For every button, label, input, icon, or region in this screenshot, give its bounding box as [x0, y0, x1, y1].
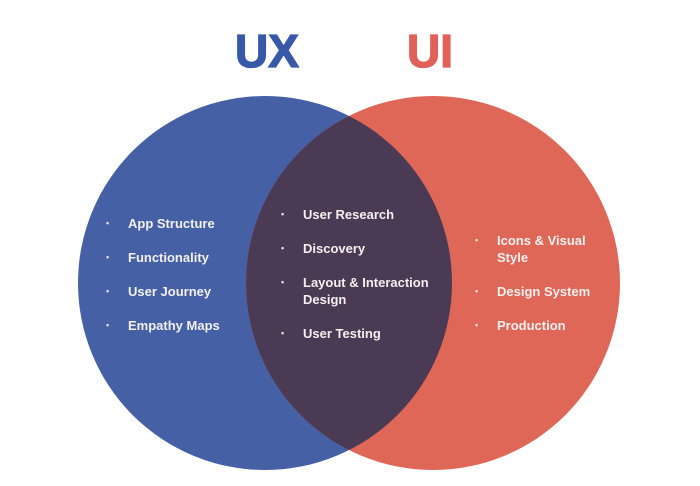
list-item: • Icons & Visual Style	[473, 232, 607, 266]
ui-title: UI	[406, 25, 453, 77]
list-item: • Layout & Interaction Design	[279, 274, 453, 308]
bullet-icon: •	[281, 209, 285, 219]
item-label: Empathy Maps	[128, 318, 220, 333]
item-label: App Structure	[128, 216, 215, 231]
list-item: • User Testing	[279, 325, 453, 342]
list-item: • User Research	[279, 206, 453, 223]
bullet-icon: •	[281, 277, 285, 287]
bullet-icon: •	[475, 286, 479, 296]
item-label: User Journey	[128, 284, 212, 299]
bullet-icon: •	[281, 328, 285, 338]
bullet-icon: •	[106, 252, 110, 262]
bullet-icon: •	[106, 320, 110, 330]
list-item: • Functionality	[104, 249, 220, 266]
ux-title: UX	[234, 25, 299, 77]
item-label: User Testing	[303, 326, 381, 341]
bullet-icon: •	[106, 286, 110, 296]
bullet-icon: •	[475, 320, 479, 330]
item-label: Functionality	[128, 250, 209, 265]
bullet-icon: •	[106, 218, 110, 228]
item-label: Layout & Interaction Design	[303, 275, 429, 307]
bullet-icon: •	[475, 235, 479, 245]
item-label: Discovery	[303, 241, 366, 256]
ui-list: • Icons & Visual Style • Design System •…	[473, 232, 607, 334]
list-item: • Production	[473, 317, 607, 334]
overlap-region	[246, 96, 452, 470]
item-label: Icons & Visual Style	[497, 233, 586, 265]
bullet-icon: •	[281, 243, 285, 253]
overlap-list: • User Research • Discovery • Layout & I…	[279, 206, 453, 342]
item-label: Design System	[497, 284, 591, 299]
list-item: • Discovery	[279, 240, 453, 257]
list-item: • Design System	[473, 283, 607, 300]
ux-list: • App Structure • Functionality • User J…	[104, 215, 220, 334]
list-item: • Empathy Maps	[104, 317, 220, 334]
list-item: • App Structure	[104, 215, 220, 232]
item-label: User Research	[303, 207, 395, 222]
item-label: Production	[497, 318, 566, 333]
list-item: • User Journey	[104, 283, 220, 300]
